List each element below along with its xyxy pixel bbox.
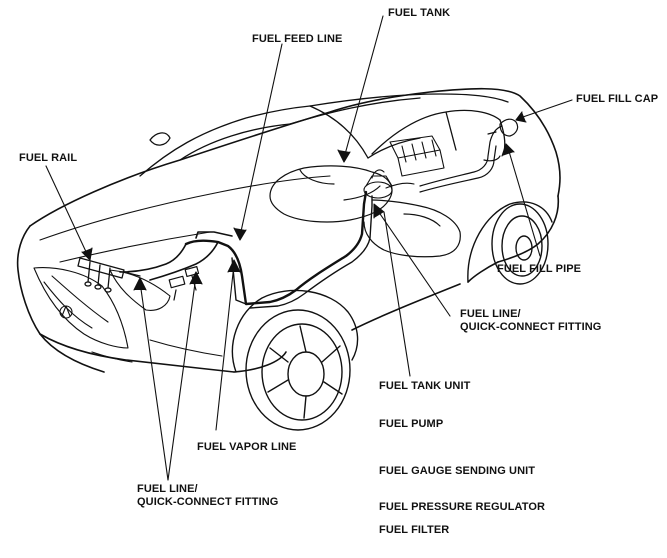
label-fuel-pump: FUEL PUMP — [379, 418, 444, 430]
fuel-rail-drawing — [77, 257, 141, 293]
evap-canister — [389, 135, 445, 177]
rear-wheel — [467, 201, 553, 285]
label-fuel-rail: FUEL RAIL — [19, 152, 78, 164]
label-fuel-line-qc-right-line2: QUICK-CONNECT FITTING — [460, 321, 602, 333]
label-fuel-tank: FUEL TANK — [388, 7, 451, 19]
label-fuel-line-qc-left-line1: FUEL LINE/ — [137, 483, 198, 495]
car-front-details — [33, 175, 331, 363]
label-fuel-fill-pipe: FUEL FILL PIPE — [497, 263, 582, 275]
callout-leaders — [45, 15, 573, 481]
label-fuel-pressure-regulator: FUEL PRESSURE REGULATOR — [379, 501, 546, 513]
label-fuel-line-qc-right: FUEL LINE/ QUICK-CONNECT FITTING — [460, 308, 601, 334]
label-fuel-line-qc-right-line1: FUEL LINE/ — [460, 308, 521, 320]
fuel-tank-unit-drawing — [363, 169, 415, 199]
label-fuel-tank-unit: FUEL TANK UNIT — [379, 380, 471, 392]
front-wheel — [231, 289, 359, 431]
car-body — [16, 87, 561, 373]
label-fuel-feed-line: FUEL FEED LINE — [252, 33, 343, 45]
label-fuel-fill-cap: FUEL FILL CAP — [576, 93, 659, 105]
label-fuel-line-qc-left-line2: QUICK-CONNECT FITTING — [137, 496, 279, 508]
engine-supply-line — [119, 231, 233, 281]
label-fuel-line-qc-left: FUEL LINE/ QUICK-CONNECT FITTING — [137, 483, 278, 509]
car-greenhouse — [139, 93, 509, 177]
label-fuel-gauge-sending-unit: FUEL GAUGE SENDING UNIT — [379, 465, 536, 477]
label-fuel-vapor-line: FUEL VAPOR LINE — [197, 441, 297, 453]
label-fuel-filter: FUEL FILTER — [379, 524, 450, 536]
fuel-fill-pipe-drawing — [419, 118, 519, 193]
